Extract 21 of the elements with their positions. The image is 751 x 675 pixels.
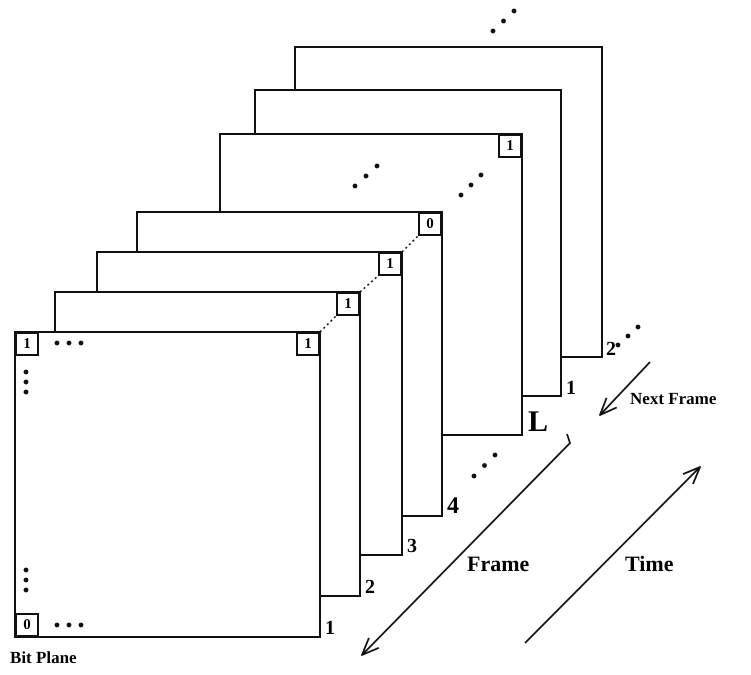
plane-number: 2	[606, 339, 616, 359]
bit-cell: 1	[378, 252, 402, 276]
axis-label: Next Frame	[630, 390, 716, 407]
bit-cell: 1	[336, 292, 360, 316]
plane-number: 1	[566, 378, 576, 398]
plane-number: L	[528, 407, 548, 437]
plane-number: 1	[325, 618, 335, 638]
axis-label: Bit Plane	[10, 649, 77, 666]
dotted-connector	[359, 275, 379, 293]
bit-cell: 1	[15, 332, 39, 356]
bit-cell: 1	[498, 134, 522, 158]
bit-cell: 1	[296, 332, 320, 356]
dotted-connector	[401, 235, 419, 253]
dotted-connector	[319, 315, 337, 333]
bit-cell: 0	[418, 212, 442, 236]
axis-label: Frame	[467, 553, 530, 575]
plane-number: 2	[365, 577, 375, 597]
plane-number: 4	[447, 494, 459, 518]
plane-number: 3	[407, 536, 417, 556]
bit-cell: 0	[15, 613, 39, 637]
axis-label: Time	[625, 553, 674, 575]
